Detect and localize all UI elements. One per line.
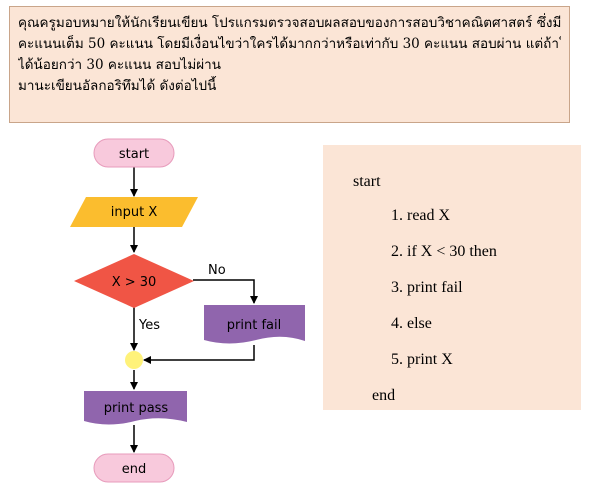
- fail-label: print fail: [227, 318, 281, 333]
- merge-connector: [125, 351, 143, 369]
- pseudo-step-1: 1. read X: [391, 207, 451, 224]
- problem-line-1: คุณครูมอบหมายให้นักเรียนเขียน โปรแกรมตรว…: [18, 15, 561, 31]
- pseudo-end: end: [372, 387, 396, 404]
- problem-line-4: มานะเขียนอัลกอริทึมได้ ดังต่อไปนี้: [18, 78, 217, 94]
- start-terminal: [93, 138, 175, 168]
- start-label: start: [119, 147, 149, 162]
- edge-decision-no: [193, 279, 258, 304]
- pseudo-step-5: 5. print X: [391, 351, 453, 368]
- pass-document: [84, 391, 187, 425]
- problem-line-2: คะแนนเต็ม 50 คะแนน โดยมีเงื่อนไขว่าใครได…: [18, 36, 561, 52]
- pseudo-step-3: 3. print fail: [391, 279, 463, 296]
- decision-label: X > 30: [112, 275, 157, 290]
- pseudo-step-2: 2. if X < 30 then: [391, 243, 497, 260]
- problem-line-3: ได้น้อยกว่า 30 คะแนน สอบไม่ผ่าน: [18, 57, 221, 73]
- edge-fail-merge: [143, 345, 255, 364]
- end-label: end: [122, 462, 147, 477]
- flowchart: start input X X > 30 No Yes print fail p…: [70, 138, 305, 483]
- no-label: No: [208, 263, 226, 278]
- fail-document: [204, 305, 305, 344]
- decision-diamond: [74, 254, 194, 308]
- pass-label: print pass: [104, 401, 169, 416]
- input-label: input X: [111, 205, 158, 220]
- problem-statement: คุณครูมอบหมายให้นักเรียนเขียน โปรแกรมตรว…: [9, 6, 570, 123]
- pseudo-step-4: 4. else: [391, 315, 432, 332]
- pseudocode-box: start 1. read X 2. if X < 30 then 3. pri…: [323, 145, 581, 410]
- end-terminal: [93, 453, 175, 483]
- pseudo-start: start: [353, 173, 381, 190]
- yes-label: Yes: [138, 318, 160, 333]
- input-parallelogram: [70, 197, 198, 227]
